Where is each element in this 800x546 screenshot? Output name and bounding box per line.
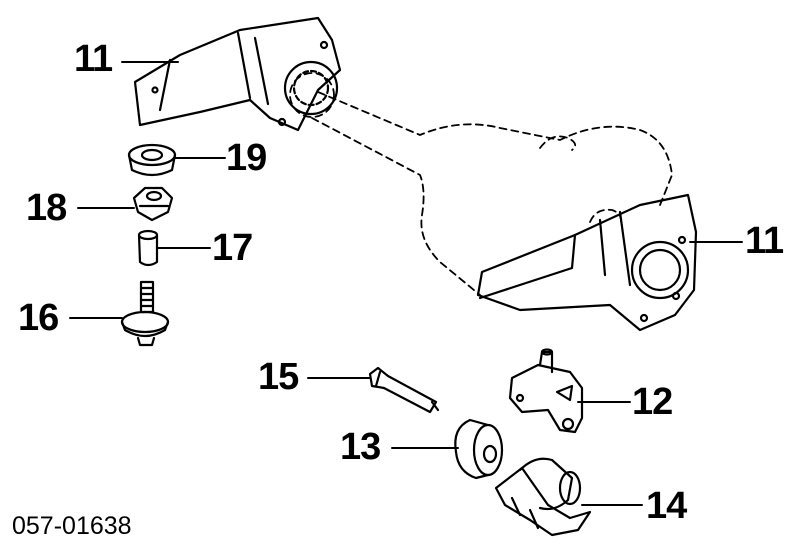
callout-12: 12 (632, 381, 673, 423)
part-19-rubber-mount (127, 143, 177, 177)
part-17-sleeve (137, 229, 159, 267)
callout-16: 16 (18, 297, 59, 339)
leader-lines (69, 61, 743, 506)
part-11-lower-bracket (476, 193, 698, 332)
callout-13: 13 (340, 426, 381, 468)
callout-17: 17 (212, 227, 253, 269)
part-14-lower-mount (494, 457, 592, 537)
callout-19: 19 (226, 137, 267, 179)
part-11-upper-bracket (133, 16, 342, 132)
callout-14: 14 (646, 485, 687, 527)
callout-11-top: 11 (74, 38, 113, 80)
part-18-nut (132, 186, 174, 222)
part-13-bushing (454, 418, 504, 480)
part-12-bracket (508, 348, 584, 434)
callout-15: 15 (258, 356, 299, 398)
crossmember-phantom (289, 72, 673, 296)
part-15-pin (368, 366, 440, 414)
callout-18: 18 (26, 187, 67, 229)
callout-11-right: 11 (745, 220, 784, 262)
part-16-bolt (120, 280, 170, 347)
diagram-code: 057-01638 (12, 512, 132, 540)
